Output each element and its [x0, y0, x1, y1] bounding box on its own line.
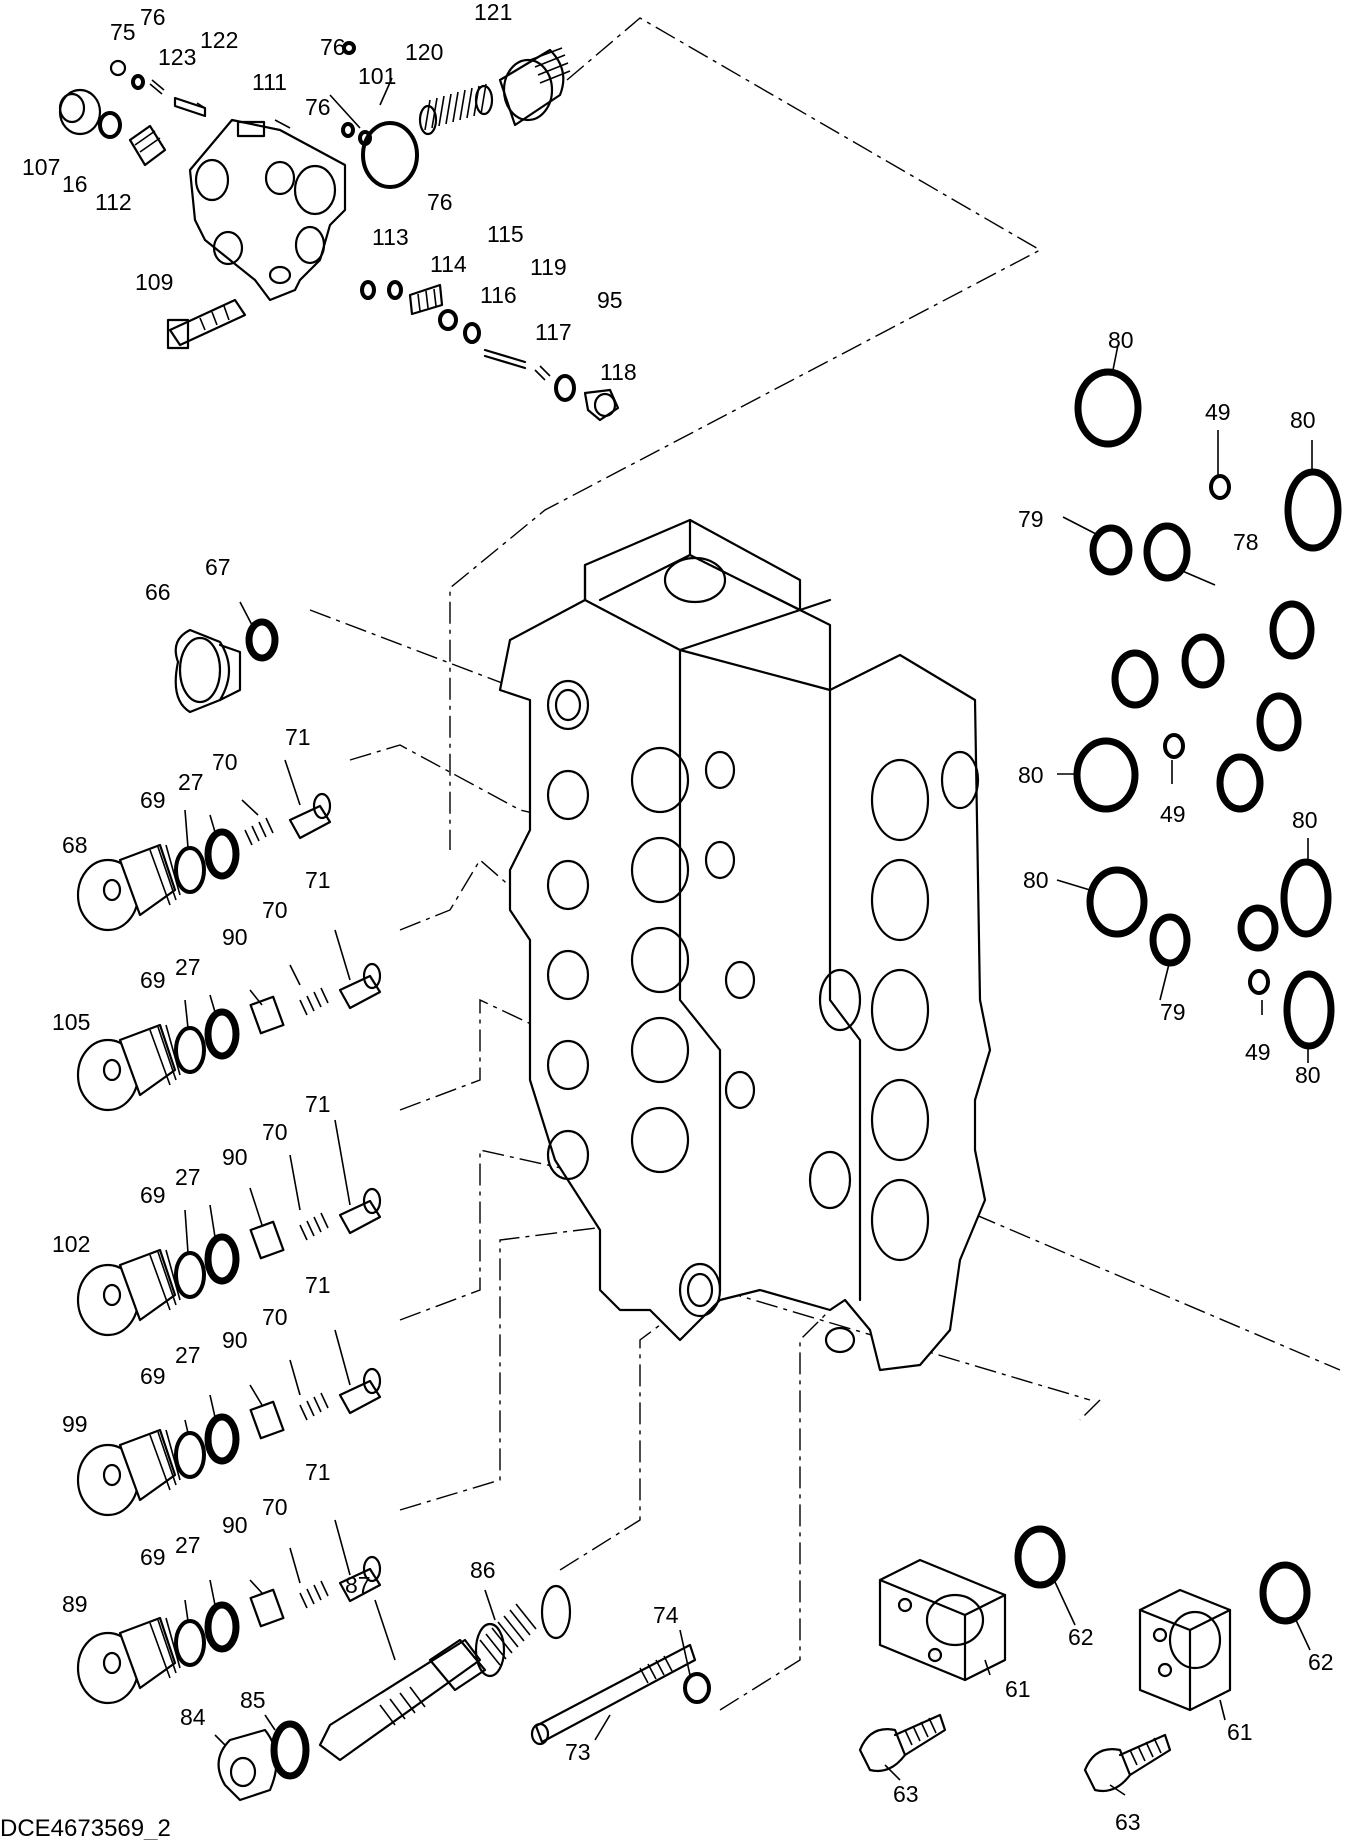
label-49: 49: [1160, 801, 1186, 827]
label-70: 70: [262, 1494, 288, 1520]
label-90: 90: [222, 924, 248, 950]
plug-row-89: [76, 1555, 382, 1705]
label-112: 112: [95, 189, 132, 215]
label-90: 90: [222, 1327, 248, 1353]
label-89: 89: [62, 1591, 88, 1617]
label-80: 80: [1292, 807, 1318, 833]
label-86: 86: [470, 1557, 496, 1583]
label-80: 80: [1290, 407, 1316, 433]
label-84: 84: [180, 1704, 206, 1730]
label-79: 79: [1018, 506, 1044, 532]
pilot-block: [188, 118, 347, 302]
plug-row-105: [76, 962, 382, 1112]
label-16: 16: [62, 171, 88, 197]
flange-plate-right: [1083, 1561, 1311, 1793]
label-80: 80: [1018, 762, 1044, 788]
label-69: 69: [140, 1544, 166, 1570]
valve-body: [498, 518, 992, 1372]
label-90: 90: [222, 1144, 248, 1170]
label-71: 71: [285, 724, 311, 750]
label-76: 76: [140, 4, 166, 30]
right-side-orings: [1073, 368, 1342, 1050]
label-102: 102: [52, 1231, 90, 1257]
pilot-block-parts: [58, 41, 620, 422]
label-117: 117: [535, 319, 572, 345]
label-119: 119: [530, 254, 567, 280]
label-73: 73: [565, 1739, 591, 1765]
label-120: 120: [405, 39, 443, 65]
label-107: 107: [22, 154, 60, 180]
label-76: 76: [305, 94, 331, 120]
label-27: 27: [175, 1164, 201, 1190]
label-76: 76: [427, 189, 453, 215]
spool-assembly: [217, 1584, 711, 1802]
label-63: 63: [893, 1781, 919, 1807]
label-99: 99: [62, 1411, 88, 1437]
label-69: 69: [140, 967, 166, 993]
label-80: 80: [1108, 327, 1134, 353]
plug-row-68: [76, 792, 332, 932]
label-90: 90: [222, 1512, 248, 1538]
leader-lines: [184, 77, 1313, 1796]
label-95: 95: [597, 287, 623, 313]
label-116: 116: [480, 282, 517, 308]
plug-row-102: [76, 1187, 382, 1337]
label-70: 70: [262, 1119, 288, 1145]
label-74: 74: [653, 1602, 679, 1628]
label-27: 27: [175, 1342, 201, 1368]
label-105: 105: [52, 1009, 90, 1035]
label-76: 76: [320, 34, 346, 60]
label-61: 61: [1005, 1676, 1031, 1702]
label-114: 114: [430, 251, 467, 277]
label-70: 70: [212, 749, 238, 775]
label-71: 71: [305, 1091, 331, 1117]
label-109: 109: [135, 269, 173, 295]
label-61: 61: [1227, 1719, 1253, 1745]
label-85: 85: [240, 1687, 266, 1713]
label-123: 123: [158, 44, 196, 70]
label-49: 49: [1205, 399, 1231, 425]
label-27: 27: [175, 1532, 201, 1558]
label-70: 70: [262, 1304, 288, 1330]
label-69: 69: [140, 1363, 166, 1389]
label-80: 80: [1295, 1062, 1321, 1088]
plug-66: [174, 618, 279, 714]
label-111: 111: [252, 69, 287, 95]
label-49: 49: [1245, 1039, 1271, 1065]
label-69: 69: [140, 787, 166, 813]
label-71: 71: [305, 867, 331, 893]
label-62: 62: [1308, 1649, 1334, 1675]
label-68: 68: [62, 832, 88, 858]
label-122: 122: [200, 27, 238, 53]
label-66: 66: [145, 579, 171, 605]
label-87: 87: [345, 1572, 371, 1598]
label-80: 80: [1023, 867, 1049, 893]
label-27: 27: [175, 954, 201, 980]
label-101: 101: [358, 63, 396, 89]
label-118: 118: [600, 359, 637, 385]
flange-plate-left: [858, 1525, 1066, 1773]
label-115: 115: [487, 221, 524, 247]
drawing-code: DCE4673569_2: [0, 1815, 171, 1840]
label-62: 62: [1068, 1624, 1094, 1650]
label-121: 121: [474, 0, 512, 25]
label-27: 27: [178, 769, 204, 795]
plug-row-99: [76, 1367, 382, 1517]
label-67: 67: [205, 554, 231, 580]
label-71: 71: [305, 1272, 331, 1298]
spring-and-plug-upper: [418, 47, 571, 136]
label-69: 69: [140, 1182, 166, 1208]
label-63: 63: [1115, 1809, 1141, 1835]
label-70: 70: [262, 897, 288, 923]
label-75: 75: [110, 19, 136, 45]
label-78: 78: [1233, 529, 1259, 555]
label-113: 113: [372, 224, 409, 250]
label-79: 79: [1160, 999, 1186, 1025]
label-71: 71: [305, 1459, 331, 1485]
